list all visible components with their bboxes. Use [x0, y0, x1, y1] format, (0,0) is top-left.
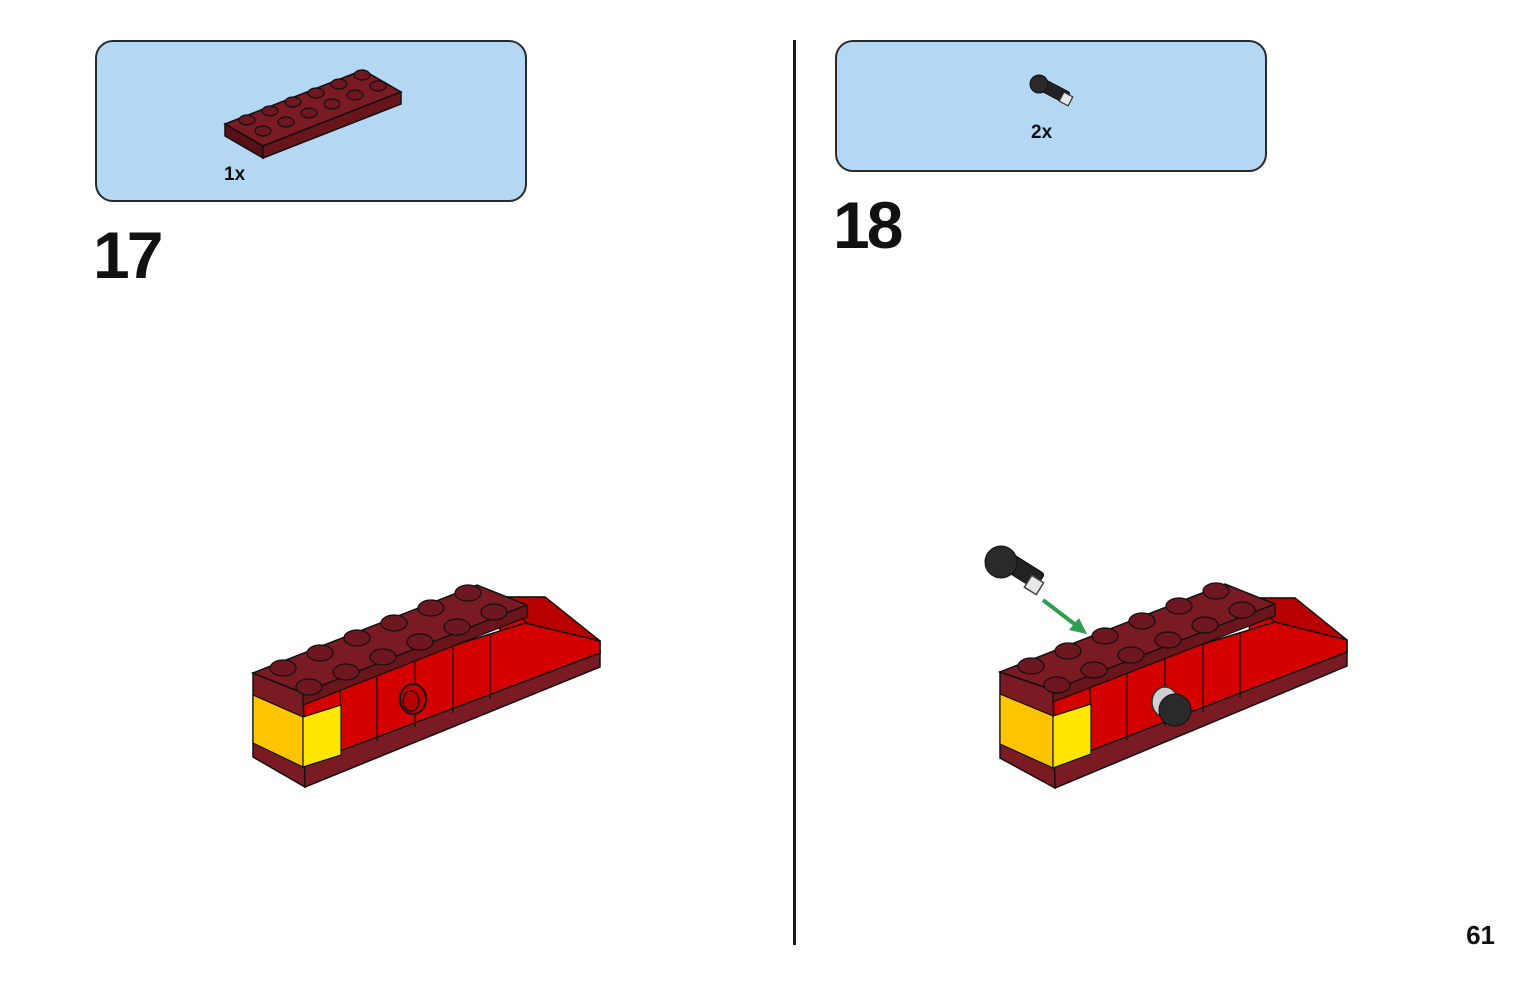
- plate-2x6-icon: [223, 69, 403, 160]
- assembly-arrow-icon: [1041, 598, 1087, 634]
- page-number: 61: [1466, 920, 1495, 950]
- page-divider: [793, 40, 796, 945]
- step-number: 18: [833, 188, 903, 262]
- friction-pin-icon: [984, 545, 1045, 596]
- friction-pin-icon: [1029, 74, 1074, 107]
- friction-pin-icon: [1151, 686, 1192, 727]
- step-18-model-illustration: [984, 545, 1348, 790]
- part-quantity: 1x: [224, 164, 246, 185]
- step-18-parts-callout: 2x: [835, 40, 1267, 172]
- step-number: 17: [93, 218, 163, 292]
- step-17-parts-callout: 1x: [95, 40, 527, 202]
- step-17-model-illustration: [250, 584, 601, 789]
- part-quantity: 2x: [1031, 122, 1053, 143]
